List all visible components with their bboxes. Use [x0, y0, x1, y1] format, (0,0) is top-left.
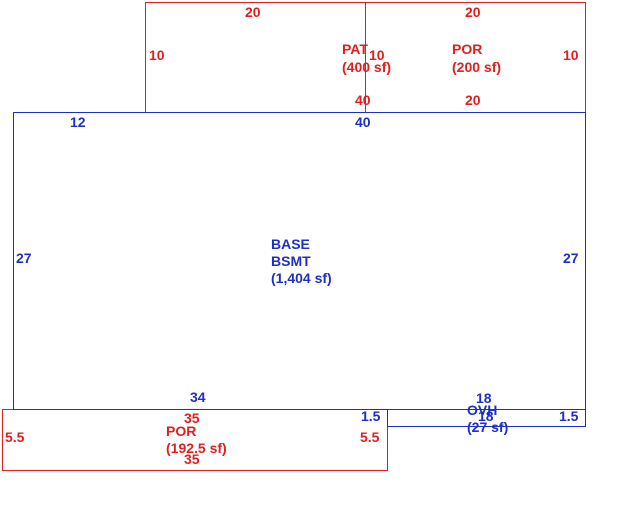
- base-top-dimension: 40: [355, 114, 371, 130]
- overhang-top-dimension: 18: [476, 390, 492, 406]
- porch-bottom-right-dimension: 5.5: [360, 429, 380, 445]
- porch-bottom-name: POR: [166, 423, 196, 439]
- patio-left-dimension: 10: [149, 47, 165, 63]
- porch-top-top-dimension: 20: [465, 4, 481, 20]
- overhang-left-dimension: 1.5: [361, 408, 381, 424]
- patio-name: PAT: [342, 41, 368, 57]
- porch-top-name: POR: [452, 41, 482, 57]
- base-bottom-dimension: 34: [190, 389, 206, 405]
- base-right-dimension: 27: [563, 250, 579, 266]
- overhang-name: OVH: [467, 402, 497, 418]
- porch-top-bottom-dimension: 20: [465, 92, 481, 108]
- porch-bottom-area: (192.5 sf): [166, 440, 227, 456]
- overhang-area: (27 sf): [467, 419, 508, 435]
- porch-bottom-top-dimension: 35: [184, 410, 200, 426]
- overhang-outline: [387, 409, 586, 427]
- porch-top-right-dimension: 10: [563, 47, 579, 63]
- overhang-right-dimension: 1.5: [559, 408, 579, 424]
- patio-area: (400 sf): [342, 59, 391, 75]
- patio-right-dimension: 10: [369, 47, 385, 63]
- porch-top-area: (200 sf): [452, 59, 501, 75]
- base-left-dimension: 27: [16, 250, 32, 266]
- base-basement-outline: [13, 112, 586, 410]
- base-name-line2: BSMT: [271, 253, 311, 269]
- porch-bottom-left-dimension: 5.5: [5, 429, 25, 445]
- patio-top-dimension: 20: [245, 4, 261, 20]
- patio-bottom-dimension: 40: [355, 92, 371, 108]
- base-area: (1,404 sf): [271, 270, 332, 286]
- overhang-bottom-dimension: 18: [478, 408, 494, 424]
- porch-bottom-bottom-dimension: 35: [184, 451, 200, 467]
- base-name-line1: BASE: [271, 236, 310, 252]
- base-top-left-dimension: 12: [70, 114, 86, 130]
